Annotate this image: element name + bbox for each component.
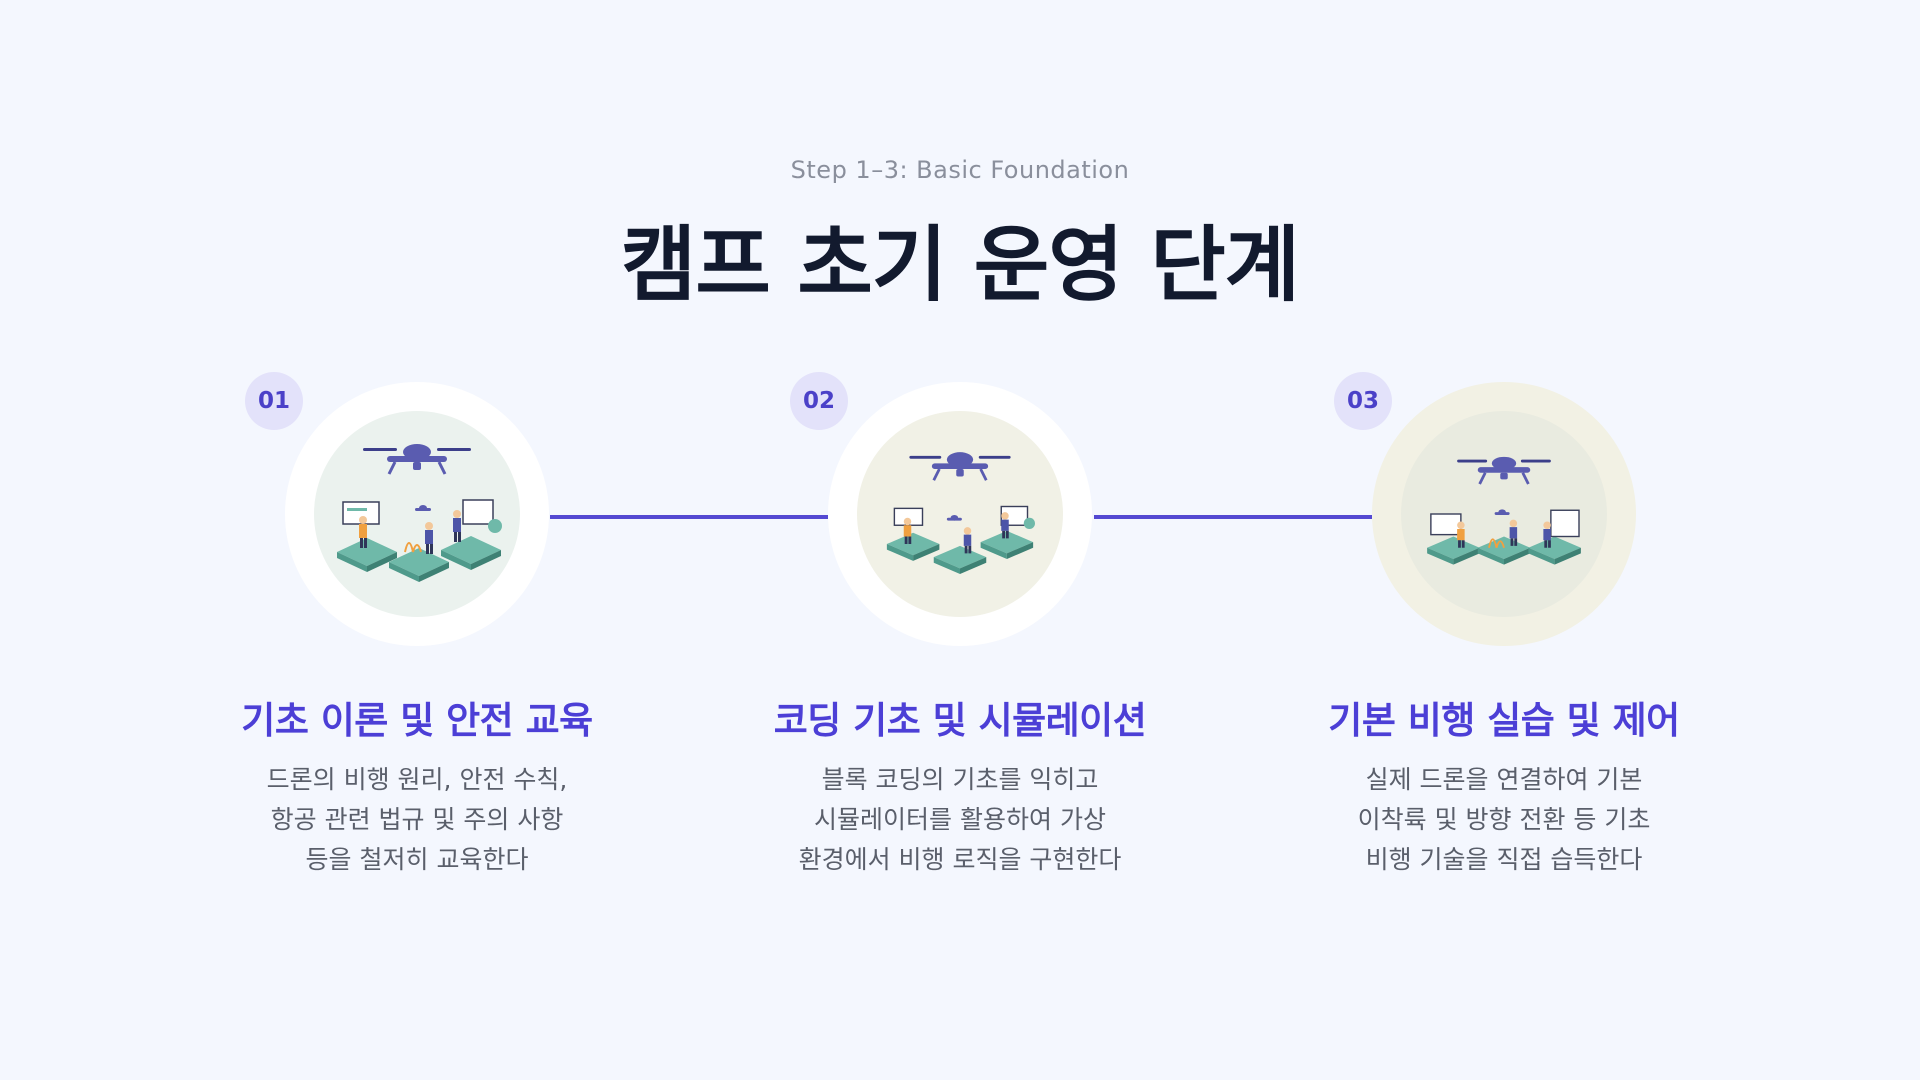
step-description: 블록 코딩의 기초를 익히고 시뮬레이터를 활용하여 가상 환경에서 비행 로직… bbox=[690, 760, 1230, 880]
step-title: 코딩 기초 및 시뮬레이션 bbox=[773, 699, 1147, 742]
description-line: 등을 철저히 교육한다 bbox=[305, 845, 529, 874]
platform-icon bbox=[1427, 536, 1581, 565]
description-line: 드론의 비행 원리, 안전 수칙, bbox=[266, 765, 568, 794]
step-number-badge: 01 bbox=[245, 372, 303, 430]
drone-coding-illustration bbox=[886, 452, 1035, 574]
drone-icon bbox=[909, 452, 1011, 481]
connector-line-1-2 bbox=[550, 515, 828, 519]
section-subtitle: Step 1–3: Basic Foundation bbox=[790, 156, 1130, 184]
description-line: 항공 관련 법규 및 주의 사항 bbox=[270, 805, 564, 834]
illustration-ring bbox=[828, 382, 1092, 646]
description-line: 이착륙 및 방향 전환 등 기초 bbox=[1357, 805, 1651, 834]
platform-icon bbox=[337, 536, 501, 582]
step-number-badge: 02 bbox=[790, 372, 848, 430]
illustration-circle bbox=[857, 411, 1063, 617]
drone-icon bbox=[363, 444, 471, 475]
description-line: 시뮬레이터를 활용하여 가상 bbox=[814, 805, 1106, 834]
page-title: 캠프 초기 운영 단계 bbox=[620, 218, 1300, 313]
description-line: 블록 코딩의 기초를 익히고 bbox=[821, 765, 1099, 794]
step-description: 실제 드론을 연결하여 기본 이착륙 및 방향 전환 등 기초 비행 기술을 직… bbox=[1234, 760, 1774, 880]
description-line: 환경에서 비행 로직을 구현한다 bbox=[798, 845, 1122, 874]
person-icon bbox=[359, 510, 461, 554]
description-line: 비행 기술을 직접 습득한다 bbox=[1365, 845, 1643, 874]
drone-flight-illustration bbox=[1427, 456, 1581, 565]
illustration-ring bbox=[285, 382, 549, 646]
illustration-circle bbox=[1401, 411, 1607, 617]
step-description: 드론의 비행 원리, 안전 수칙, 항공 관련 법규 및 주의 사항 등을 철저… bbox=[147, 760, 687, 880]
drone-icon bbox=[1457, 456, 1551, 485]
platform-icon bbox=[886, 530, 1034, 574]
step-number-badge: 03 bbox=[1334, 372, 1392, 430]
step-title: 기본 비행 실습 및 제어 bbox=[1328, 699, 1680, 742]
connector-line-2-3 bbox=[1094, 515, 1372, 519]
drone-class-illustration bbox=[337, 444, 502, 582]
person-icon bbox=[1457, 519, 1551, 548]
illustration-ring bbox=[1372, 382, 1636, 646]
illustration-circle bbox=[314, 411, 520, 617]
description-line: 실제 드론을 연결하여 기본 bbox=[1365, 765, 1643, 794]
person-icon bbox=[903, 512, 1009, 554]
step-title: 기초 이론 및 안전 교육 bbox=[241, 699, 593, 742]
